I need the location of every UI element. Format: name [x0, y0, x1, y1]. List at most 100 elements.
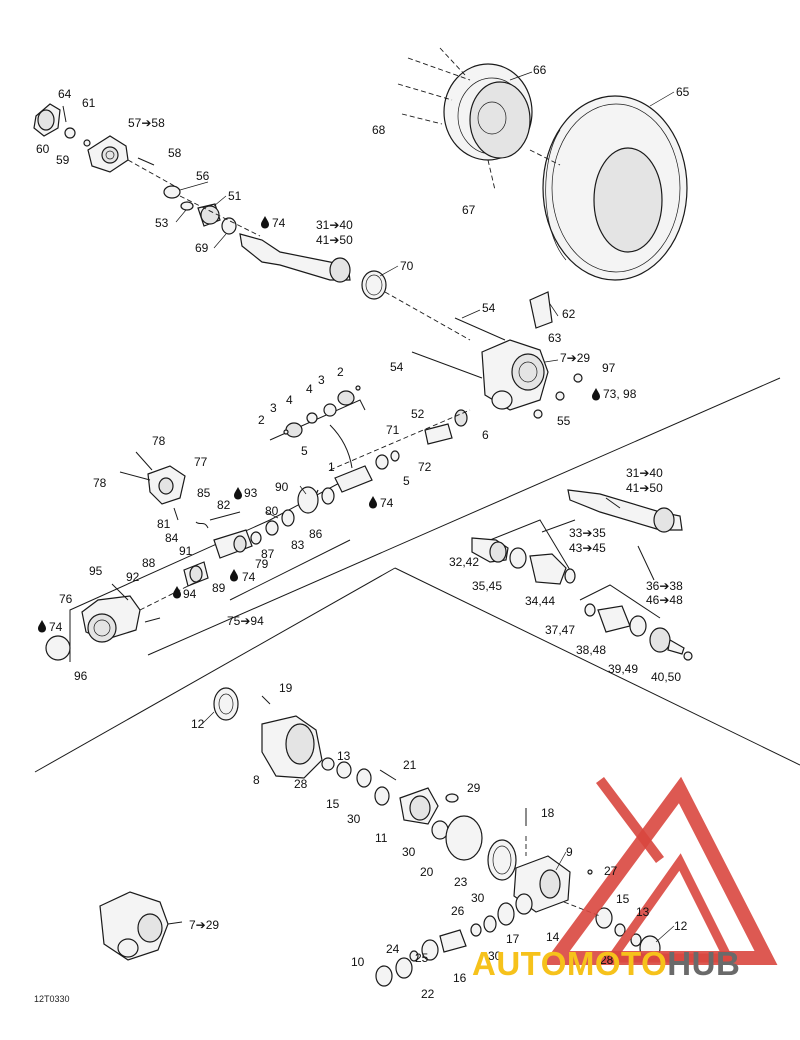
label: 28 [600, 953, 614, 967]
label: 97 [602, 361, 616, 375]
label: 19 [279, 681, 293, 695]
label: 15 [616, 892, 630, 906]
label: 2 [337, 365, 344, 379]
label: 46➔48 [646, 593, 683, 607]
oil-drop-icon [173, 586, 181, 599]
label: 77 [194, 455, 208, 469]
label: 69 [195, 241, 209, 255]
label: 13 [337, 749, 351, 763]
small-differential [99, 891, 183, 961]
label: 84 [165, 531, 179, 545]
label: 4 [306, 382, 313, 396]
logo-part1: AUTOMOTO [472, 945, 668, 982]
label: 39,49 [608, 662, 638, 676]
label: 12 [191, 717, 205, 731]
label: 54 [390, 360, 404, 374]
label: 15 [326, 797, 340, 811]
label: 16 [453, 971, 467, 985]
section-dividers [34, 377, 800, 773]
oil-drop-icon [234, 487, 242, 500]
label: 96 [74, 669, 88, 683]
label: 10 [351, 955, 365, 969]
label: 64 [58, 87, 72, 101]
label: 4 [286, 393, 293, 407]
label: 54 [482, 301, 496, 315]
label: 51 [228, 189, 242, 203]
label: 40,50 [651, 670, 681, 684]
label: 12 [674, 919, 688, 933]
label: 29 [467, 781, 481, 795]
center-shaft-group [283, 385, 400, 514]
label: 78 [93, 476, 107, 490]
label: 87 [261, 547, 275, 561]
label: 27 [604, 864, 618, 878]
label: 63 [548, 331, 562, 345]
label: 93 [244, 486, 258, 500]
label: 43➔45 [569, 541, 606, 555]
label: 28 [294, 777, 308, 791]
label: 23 [454, 875, 468, 889]
rear-differential [213, 687, 661, 987]
right-shaft-group [471, 489, 693, 661]
label: 37,47 [545, 623, 575, 637]
label: 38,48 [576, 643, 606, 657]
label: 30 [347, 812, 361, 826]
label: 91 [179, 544, 193, 558]
label: 65 [676, 85, 690, 99]
oil-drop-icon [230, 569, 238, 582]
label: 30 [402, 845, 416, 859]
label: 80 [265, 504, 279, 518]
label: 74 [272, 216, 286, 230]
label: 89 [212, 581, 226, 595]
label: 36➔38 [646, 579, 683, 593]
label: 86 [309, 527, 323, 541]
label: 74 [49, 620, 63, 634]
label: 60 [36, 142, 50, 156]
label: 74 [242, 570, 256, 584]
label: 35,45 [472, 579, 502, 593]
label: 74 [380, 496, 394, 510]
left-assembly [45, 451, 295, 661]
label: 56 [196, 169, 210, 183]
label: 9 [566, 845, 573, 859]
label: 72 [418, 460, 432, 474]
label: 8 [253, 773, 260, 787]
hub-group [33, 103, 261, 237]
label: 20 [420, 865, 434, 879]
label: 30 [471, 891, 485, 905]
label: 52 [411, 407, 425, 421]
label: 92 [126, 570, 140, 584]
label: 30 [488, 949, 502, 963]
label: 7➔29 [189, 918, 219, 932]
label: 7➔29 [560, 351, 590, 365]
label: 41➔50 [626, 481, 663, 495]
oil-drop-icon [38, 620, 46, 633]
label: 14 [546, 930, 560, 944]
label: 66 [533, 63, 547, 77]
label: 95 [89, 564, 103, 578]
label: 26 [451, 904, 465, 918]
label: 22 [421, 987, 435, 1001]
label: 5 [301, 444, 308, 458]
label: 68 [372, 123, 386, 137]
label: 59 [56, 153, 70, 167]
logo-wordmark: AUTOMOTOHUB [472, 945, 740, 983]
label: 3 [270, 401, 277, 415]
label: 11 [375, 831, 388, 845]
label: 41➔50 [316, 233, 353, 247]
label: 6 [482, 428, 489, 442]
label: 79 [255, 557, 269, 571]
logo-part2: HUB [667, 945, 741, 982]
label: 75➔94 [227, 614, 264, 628]
label: 94 [183, 587, 197, 601]
label: 25 [415, 951, 429, 965]
label: 31➔40 [626, 466, 663, 480]
label: 67 [462, 203, 476, 217]
label: 34,44 [525, 594, 555, 608]
label: 17 [506, 932, 520, 946]
label: 57➔58 [128, 116, 165, 130]
oil-drop-icon [592, 388, 600, 401]
label: 5 [403, 474, 410, 488]
